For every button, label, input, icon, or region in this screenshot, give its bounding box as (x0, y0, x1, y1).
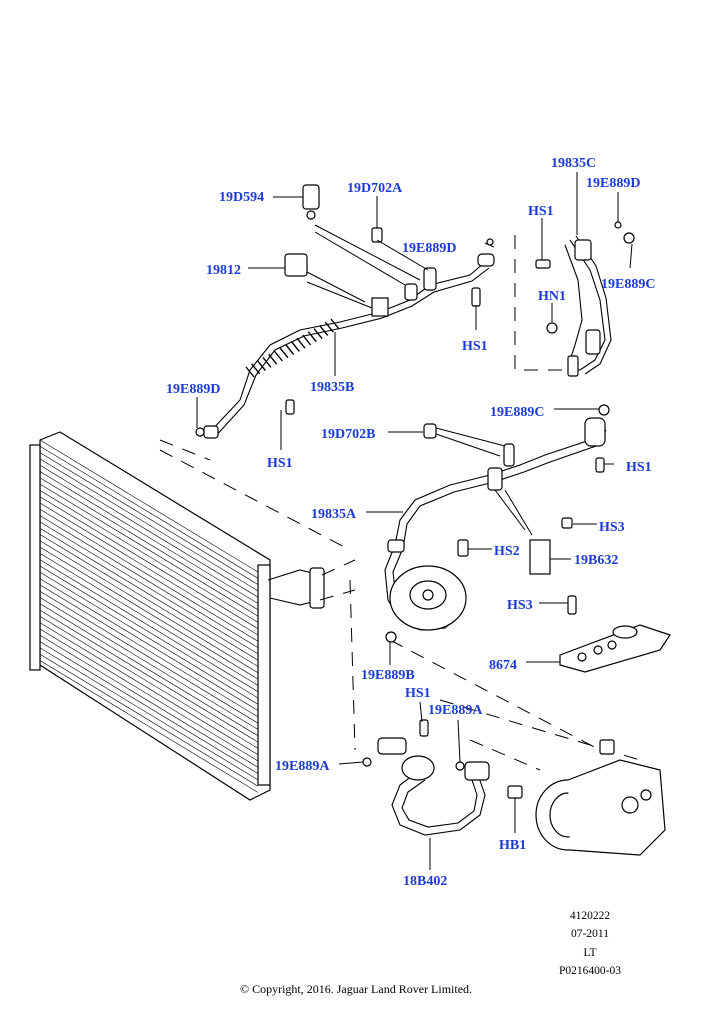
callout-HS2: HS2 (494, 544, 520, 559)
callout-19B632: 19B632 (574, 553, 618, 568)
callout-8674: 8674 (489, 658, 517, 673)
callout-19E889D-left: 19E889D (166, 382, 220, 397)
callout-19E889D-top: 19E889D (586, 176, 640, 191)
callout-18B402: 18B402 (403, 874, 447, 889)
callout-19E889A-top: 19E889A (428, 703, 483, 718)
callout-HS1-lower: HS1 (405, 686, 431, 701)
callout-19835B: 19835B (310, 380, 354, 395)
callout-19E889B: 19E889B (361, 668, 415, 683)
leader-lines (196, 172, 633, 870)
copyright-notice: © Copyright, 2016. Jaguar Land Rover Lim… (239, 982, 473, 996)
callout-HB1: HB1 (499, 838, 526, 853)
callout-19D702B: 19D702B (321, 427, 375, 442)
condenser-illustration (29, 431, 356, 801)
pipe-19835A (384, 417, 607, 631)
hose-18B402 (362, 719, 523, 836)
callout-HS3-upper: HS3 (599, 520, 625, 535)
illustration-number: P0216400-03 (559, 965, 621, 977)
callout-HS1-right: HS1 (626, 460, 652, 475)
callout-HS1-top: HS1 (528, 204, 554, 219)
diagram-reference-number: 4120222 (569, 910, 611, 922)
callout-19812: 19812 (206, 263, 241, 278)
callout-19E889D-mid: 19E889D (402, 241, 456, 256)
callout-19E889C-mid: 19E889C (490, 405, 544, 420)
callout-19D702A: 19D702A (347, 181, 403, 196)
callout-HS1-left: HS1 (267, 456, 293, 471)
callout-19835C: 19835C (551, 156, 596, 171)
diagram-code: LT (583, 947, 597, 959)
callout-19E889A-left: 19E889A (275, 759, 330, 774)
pipe-19835C (564, 235, 612, 377)
callout-HS3-lower: HS3 (507, 598, 533, 613)
callout-HS1-upper-center: HS1 (462, 339, 488, 354)
callout-19D594: 19D594 (219, 190, 264, 205)
compressor-illustration (535, 739, 666, 856)
callout-19835A: 19835A (311, 507, 357, 522)
diagram-date: 07-2011 (571, 928, 609, 940)
callout-19E889C-right: 19E889C (601, 277, 655, 292)
callout-HN1: HN1 (538, 289, 566, 304)
callout-labels: 19835C 19E889D 19D594 19D702A HS1 19E889… (166, 156, 655, 889)
manifold-plate-8674 (559, 624, 671, 673)
fittings (195, 184, 635, 643)
pipe-19835B (203, 253, 495, 439)
